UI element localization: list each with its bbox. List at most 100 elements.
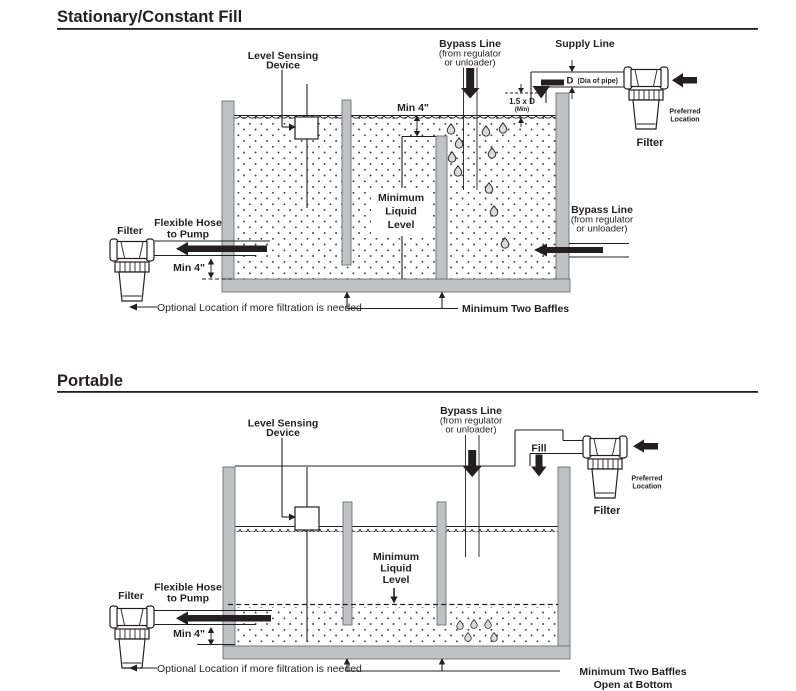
- tank1-bypass-right-arrow-shaft: [546, 247, 603, 253]
- tank1-bypass-right-label-2: (from regulator: [571, 215, 633, 226]
- filter-unit-top-right: [623, 66, 669, 130]
- tank1-baffle-1: [341, 99, 352, 266]
- preferred-location-label-1: Preferred: [669, 109, 700, 116]
- tank2-baffles-label-2: Open at Bottom: [594, 679, 673, 691]
- fill-arrow-shaft: [535, 454, 543, 467]
- tank1-optional-arrowhead: [129, 303, 137, 311]
- preferred-location-label-2: Location: [670, 117, 699, 124]
- supply-line-label: Supply Line: [555, 38, 615, 50]
- clearance-label: 1.5 x D: [509, 97, 535, 106]
- tank1-min4-surface-arrow-down: [413, 131, 421, 137]
- tank2-hose-arrow-shaft: [186, 615, 271, 622]
- tank2-optional-arrowhead: [129, 664, 137, 672]
- tank2-min-liquid-label-3: Level: [383, 574, 410, 586]
- tank1-bypass-right-label-3: or unloader): [576, 224, 627, 235]
- tank1-filter-left-label: Filter: [117, 225, 143, 237]
- tank1-level-sensing-label-2: Device: [266, 60, 300, 72]
- tank2-bypass-arrow-shaft: [468, 450, 477, 467]
- tank2-min4-arrow-down: [207, 639, 215, 646]
- tank2-optional-label: Optional Location if more filtration is …: [157, 663, 362, 675]
- tank2-baffles-arrowhead-2: [438, 658, 446, 665]
- tank2-right-wall: [557, 466, 571, 647]
- preferred-location2-label-1: Preferred: [631, 476, 662, 483]
- tank2-level-sensing-label-2: Device: [266, 427, 300, 439]
- tank2-baffles-arrowhead-1: [343, 658, 351, 665]
- tank2-baffles-label-1: Minimum Two Baffles: [579, 666, 686, 678]
- tank2-level-sensor-box: [294, 506, 320, 531]
- tank1-min-liquid-label-3: Level: [388, 219, 415, 231]
- tank1-sensor-leader-arrowhead: [289, 123, 296, 131]
- portable-diagram: Portable Fill Preferred Location Filter …: [57, 372, 758, 691]
- tank1-hose-arrowhead: [176, 242, 188, 256]
- tank2-min4-arrow-up: [207, 627, 215, 633]
- dia-arrow-top-head: [568, 66, 576, 72]
- section1-title-rule: [57, 28, 758, 30]
- tank2-min-liquid-arrowhead: [390, 596, 398, 604]
- tank2-baffle-1: [342, 501, 353, 626]
- supply-flow-arrowhead: [532, 86, 550, 99]
- clearance-min-label: (Min): [515, 107, 529, 113]
- tank1-floor: [221, 278, 571, 293]
- tank1-min-liquid-label-2: Liquid: [385, 206, 417, 218]
- tank2-bypass-arrowhead: [463, 466, 482, 477]
- tank1-baffles-arrowhead-2: [438, 291, 446, 298]
- tank2-hose-label-1: Flexible Hose: [154, 582, 222, 594]
- tank2-floor: [222, 645, 571, 660]
- tank1-water-surface-wave: [234, 115, 556, 121]
- preferred-location2-label-2: Location: [632, 484, 661, 491]
- supply-flow-arrow-bar: [541, 79, 564, 86]
- tank1-min4-surface-label: Min 4": [397, 102, 429, 114]
- tank2-filter-left-label: Filter: [118, 590, 144, 602]
- tank2-water-surface-wave: [235, 526, 558, 532]
- tank2-min-liquid-label-2: Liquid: [380, 563, 412, 575]
- tank2-water-dots: [235, 607, 558, 646]
- filter-unit-left-1: [109, 238, 155, 302]
- tank1-bypass-flow-arrowhead: [461, 88, 480, 99]
- tank1-min-liquid-label-1: Minimum: [378, 192, 424, 204]
- tank1-minliquid-halo: [371, 188, 431, 236]
- tank1-hose-arrow-shaft: [186, 245, 267, 252]
- tank2-bypass-label-2: (from regulator: [440, 416, 502, 427]
- section1-title: Stationary/Constant Fill: [57, 8, 242, 26]
- tank2-bypass-label-1: Bypass Line: [440, 405, 502, 417]
- fill-arrowhead: [531, 466, 547, 477]
- tank1-bypass-top-label-3: or unloader): [444, 58, 495, 69]
- filter2-inflow-arrow-shaft: [642, 443, 658, 450]
- stationary-diagram: Stationary/Constant Fill Level Sensing D…: [57, 8, 758, 315]
- dia-arrow-bottom-head: [568, 87, 576, 93]
- filter1-inflow-arrow-shaft: [681, 77, 697, 84]
- tank1-min4-hose-label: Min 4": [173, 262, 205, 274]
- tank1-baffle-2: [435, 135, 448, 280]
- tank1-min4-hose-arrow-down: [207, 272, 215, 279]
- tank1-bypass-top-label-2: (from regulator: [439, 49, 501, 60]
- filter2-inflow-arrowhead: [633, 439, 644, 453]
- dia-d-label: D: [567, 76, 574, 87]
- tank1-hose-label-1: Flexible Hose: [154, 217, 222, 229]
- tank1-min4-hose-arrow-up: [207, 258, 215, 265]
- filter1-label: Filter: [637, 137, 665, 149]
- filter-unit-top-right-2: [582, 435, 628, 499]
- filter-unit-left-2: [109, 605, 155, 669]
- tank1-level-sensing-label-1: Level Sensing: [248, 50, 319, 62]
- filter1-inflow-arrowhead: [672, 73, 683, 88]
- section2-title: Portable: [57, 372, 123, 390]
- tank2-bypass-label-3: or unloader): [445, 425, 496, 436]
- tank1-hose-label-2: to Pump: [167, 229, 209, 241]
- tank1-bypass-flow-arrow-shaft: [466, 68, 475, 89]
- tank2-min-liquid-label-1: Minimum: [373, 551, 419, 563]
- tank2-hose-label-2: to Pump: [167, 593, 209, 605]
- filter2-label: Filter: [594, 505, 622, 517]
- tank1-bypass-right-arrowhead: [534, 243, 547, 257]
- clearance-arrow-down-head: [518, 88, 524, 93]
- dia-note-label: (Dia of pipe): [578, 78, 618, 85]
- fill-label: Fill: [531, 443, 546, 455]
- tank1-level-sensor-box: [294, 116, 319, 140]
- tank2-baffle-2: [436, 501, 447, 626]
- tank2-sensor-leader-arrowhead: [289, 513, 296, 521]
- tank1-bypass-right-label-1: Bypass Line: [571, 204, 633, 216]
- clearance-arrow-up-head: [518, 117, 524, 123]
- tank2-hose-arrowhead: [176, 611, 188, 625]
- tank1-baffles-label: Minimum Two Baffles: [462, 303, 569, 315]
- tank1-bypass-top-label-1: Bypass Line: [439, 38, 501, 50]
